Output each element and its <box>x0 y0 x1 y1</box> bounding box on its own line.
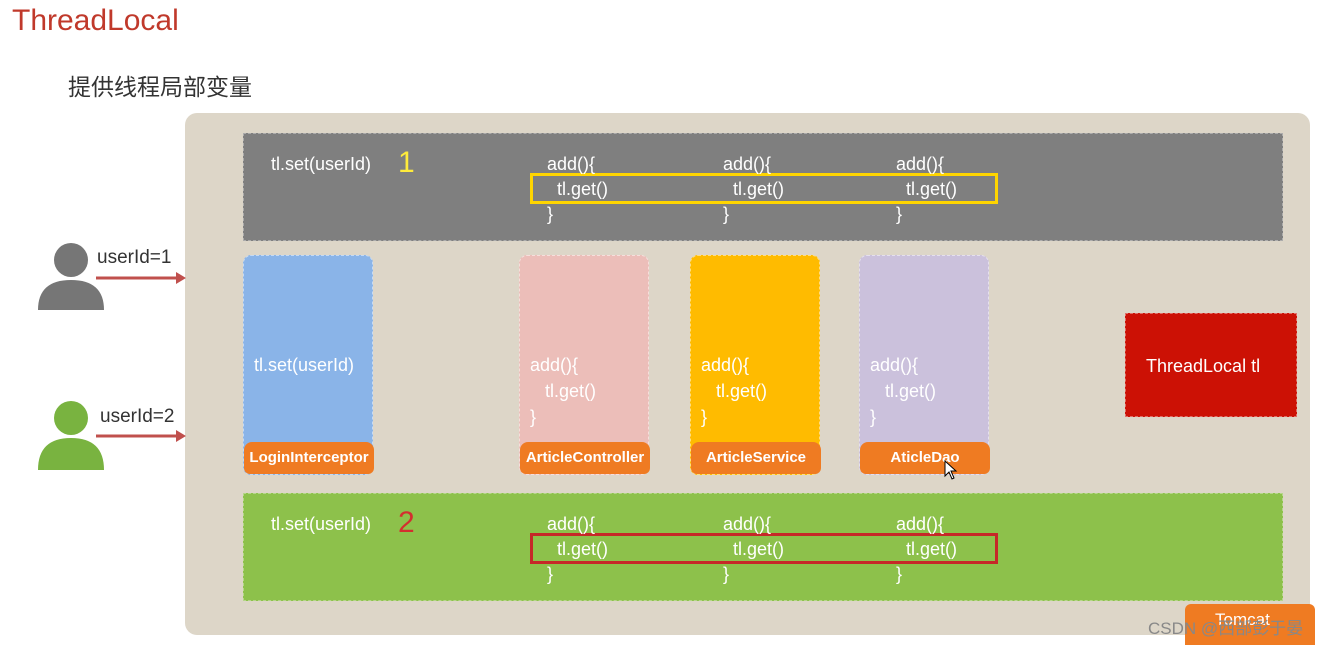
article-dao-column: add(){ tl.get() } AticleDao <box>859 255 990 475</box>
user-2: userId=2 <box>36 398 186 478</box>
article-controller-code: add(){ tl.get() } <box>530 355 597 427</box>
thread-1-get-highlight <box>530 173 998 204</box>
user-2-label: userId=2 <box>100 406 175 427</box>
article-service-label: ArticleService <box>691 442 821 474</box>
login-interceptor-code: tl.set(userId) <box>254 355 355 375</box>
thread-2-block-2: add(){ tl.get()} <box>723 514 785 584</box>
thread-1-band: tl.set(userId) 1 add(){ tl.get()} add(){… <box>243 133 1283 241</box>
article-dao-label: AticleDao <box>860 442 990 474</box>
article-dao-code: add(){ tl.get() } <box>870 355 937 427</box>
thread-2-block-1: add(){ tl.get()} <box>547 514 609 584</box>
thread-1-number: 1 <box>398 146 415 179</box>
page-title: ThreadLocal <box>12 4 179 37</box>
thread-2-band: tl.set(userId) 2 add(){ tl.get()} add(){… <box>243 493 1283 601</box>
article-controller-column: add(){ tl.get() } ArticleController <box>519 255 650 475</box>
thread-1-block-2: add(){ tl.get()} <box>723 154 785 224</box>
user-icon <box>38 401 186 470</box>
article-service-column: add(){ tl.get() } ArticleService <box>690 255 821 475</box>
user-icon <box>38 243 186 310</box>
user-1-label: userId=1 <box>97 247 172 268</box>
login-interceptor-column: tl.set(userId) LoginInterceptor <box>243 255 374 475</box>
mouse-cursor-icon <box>944 460 958 480</box>
thread-1-block-3: add(){ tl.get()} <box>896 154 958 224</box>
server-container: tl.set(userId) 1 add(){ tl.get()} add(){… <box>185 113 1310 635</box>
thread-1-set-call: tl.set(userId) <box>271 154 372 174</box>
thread-2-set-call: tl.set(userId) <box>271 514 372 534</box>
thread-2-block-3: add(){ tl.get()} <box>896 514 958 584</box>
threadlocal-box: ThreadLocal tl <box>1125 313 1297 417</box>
thread-1-block-1: add(){ tl.get()} <box>547 154 609 224</box>
page-subtitle: 提供线程局部变量 <box>68 74 252 100</box>
thread-2-get-highlight <box>530 533 998 564</box>
article-controller-label: ArticleController <box>520 442 650 474</box>
user-1: userId=1 <box>36 240 186 320</box>
tomcat-tab: Tomcat <box>1185 604 1315 645</box>
article-service-code: add(){ tl.get() } <box>701 355 768 427</box>
tomcat-label: Tomcat <box>1215 610 1270 629</box>
watermark: CSDN @西部彭于晏 <box>1148 619 1304 638</box>
threadlocal-label: ThreadLocal tl <box>1146 356 1261 376</box>
thread-2-number: 2 <box>398 506 415 539</box>
login-interceptor-label: LoginInterceptor <box>244 442 374 474</box>
